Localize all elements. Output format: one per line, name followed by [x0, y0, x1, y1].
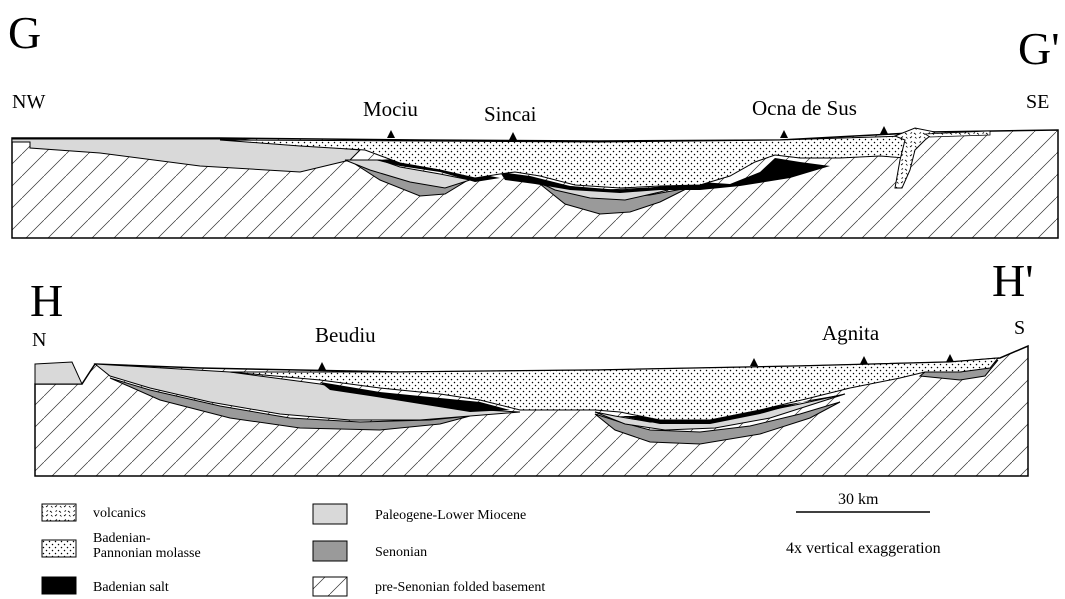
legend-swatch-molasse	[41, 539, 77, 558]
town-marker-h-extra-2	[946, 354, 954, 362]
town-marker-h-extra-1	[750, 358, 758, 366]
town-marker-ocna-de-sus	[780, 130, 788, 138]
volcanics-cap-g	[923, 130, 991, 138]
legend-swatch-senonian	[312, 540, 348, 562]
section-g-direction-end: SE	[1026, 91, 1049, 113]
volcanics-body-g	[893, 127, 937, 189]
vertical-exaggeration-note: 4x vertical exaggeration	[786, 540, 941, 557]
town-label-agnita: Agnita	[822, 321, 880, 345]
town-marker-beudiu	[318, 362, 326, 370]
section-g-start-label: G	[8, 7, 41, 58]
legend-label-basement: pre-Senonian folded basement	[375, 580, 545, 595]
legend-swatch-basement	[312, 576, 348, 597]
legend-label-molasse-line2: Pannonian molasse	[93, 546, 201, 561]
town-label-mociu: Mociu	[363, 97, 418, 121]
salt-layer-g-central	[500, 158, 830, 193]
molasse-layer-h	[229, 357, 1000, 421]
section-h-start-label: H	[30, 275, 63, 326]
town-marker-mociu	[387, 130, 395, 138]
town-marker-extra	[880, 126, 888, 134]
town-label-sincai: Sincai	[484, 102, 537, 126]
section-h-direction-end: S	[1014, 317, 1025, 339]
legend-label-molasse-line1: Badenian-	[93, 531, 151, 546]
section-g: G G' NW SE Mociu Sincai Ocna de Sus	[8, 7, 1060, 239]
section-h-end-label: H'	[992, 255, 1034, 306]
paleogene-block-h-west	[34, 361, 83, 385]
salt-layer-h-beudiu	[320, 382, 510, 412]
scale-bar-label: 30 km	[838, 491, 879, 508]
town-label-beudiu: Beudiu	[315, 323, 376, 347]
legend-label-volcanics: volcanics	[93, 506, 146, 521]
town-label-ocna-de-sus: Ocna de Sus	[752, 96, 857, 120]
legend-label-salt: Badenian salt	[93, 580, 169, 595]
legend-label-paleogene: Paleogene-Lower Miocene	[375, 508, 526, 523]
town-marker-agnita	[860, 356, 868, 364]
section-g-end-label: G'	[1018, 23, 1060, 74]
section-g-direction-start: NW	[12, 91, 45, 113]
section-h: H H' N S Beudiu Agnita	[30, 255, 1034, 477]
section-h-direction-start: N	[32, 329, 46, 351]
legend-swatch-volcanics	[41, 503, 77, 522]
legend: volcanics Badenian- Pannonian molasse Ba…	[41, 503, 545, 597]
town-marker-sincai	[509, 132, 517, 140]
legend-swatch-salt	[41, 576, 77, 595]
scale-bar-group: 30 km 4x vertical exaggeration	[786, 491, 941, 557]
legend-label-senonian: Senonian	[375, 545, 427, 560]
legend-swatch-paleogene	[312, 503, 348, 525]
senonian-layer-h-agnita	[594, 401, 841, 445]
